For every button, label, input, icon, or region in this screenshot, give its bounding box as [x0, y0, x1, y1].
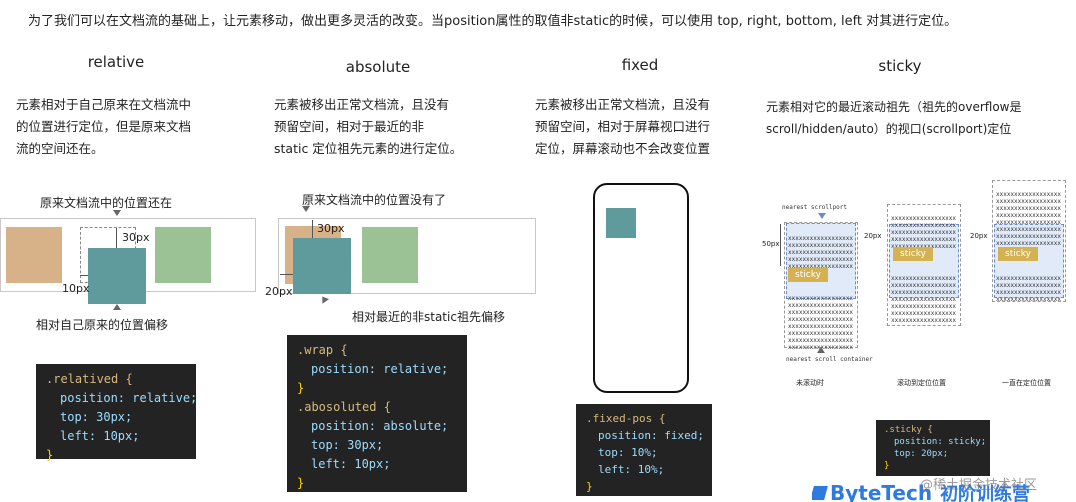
absolute-20-line — [280, 274, 293, 275]
absolute-description: 元素被移出正常文档流，且没有 预留空间，相对于最近的非 static 定位祖先元… — [274, 97, 463, 156]
brand-name: ByteTech — [830, 481, 933, 502]
sticky-label-20a: 20px — [864, 232, 882, 240]
relative-label-30: 30px — [122, 231, 150, 244]
sticky-label-50: 50px — [762, 240, 780, 248]
sticky-scrollport-1 — [786, 223, 856, 299]
fixed-title: fixed — [621, 56, 659, 74]
relative-description: 元素相对于自己原来在文档流中 的位置进行定位，但是原来文档 流的空间还在。 — [16, 97, 192, 156]
sticky-caption-2: 滚动到定位位置 — [897, 379, 946, 387]
relative-30-line — [116, 228, 117, 248]
sticky-container-3 — [992, 180, 1066, 302]
sticky-label-20b: 20px — [970, 232, 988, 240]
relative-bottom-arrow — [113, 304, 121, 310]
absolute-wrap-container — [278, 218, 536, 294]
sticky-box-2: sticky — [893, 247, 933, 261]
absolute-label-top: 原来文档流中的位置没有了 — [302, 193, 447, 207]
sticky-label-scrollport: nearest scrollport — [782, 204, 848, 211]
fixed-description: 元素被移出正常文档流，且没有 预留空间，相对于屏幕视口进行 定位，屏幕滚动也不会… — [535, 97, 711, 156]
sticky-scrollport-arrow — [818, 213, 826, 219]
absolute-pointer-arrow — [302, 206, 310, 212]
relative-teal-box — [88, 248, 146, 304]
relative-code-block: .relatived { position: relative; top: 30… — [36, 364, 197, 462]
sticky-box-1: sticky — [788, 268, 828, 282]
sticky-container-arrow — [817, 347, 825, 353]
phone-frame — [593, 183, 689, 393]
sticky-title: sticky — [878, 57, 922, 75]
sticky-label-container: nearest scroll container — [786, 356, 873, 363]
footer-brand: ByteTech 初阶训练营 — [812, 480, 1076, 502]
sticky-scrollport-3 — [994, 224, 1064, 298]
fixed-code-block: .fixed-pos { position: fixed; top: 10%; … — [576, 404, 712, 496]
absolute-label-30: 30px — [317, 222, 345, 235]
relative-tan-box — [6, 227, 62, 283]
sticky-scrollport-2 — [889, 224, 959, 298]
relative-label-top: 原来文档流中的位置还在 — [40, 196, 173, 210]
sticky-caption-3: 一直在定位位置 — [1002, 379, 1051, 387]
relative-pointer-arrow — [113, 210, 121, 216]
absolute-code-block: .wrap { position: relative; } .abosolute… — [287, 335, 467, 492]
absolute-30-line — [312, 220, 313, 238]
sticky-box-3: sticky — [998, 247, 1038, 261]
brand-logo-icon — [812, 486, 828, 500]
sticky-caption-1: 未滚动时 — [796, 379, 824, 387]
sticky-container-2 — [887, 204, 961, 326]
sticky-code-block: .sticky { position: sticky; top: 20px; } — [876, 420, 990, 476]
absolute-label-bottom: 相对最近的非static祖先偏移 — [352, 310, 505, 324]
intro-text: 为了我们可以在文档流的基础上，让元素移动，做出更多灵活的改变。当position… — [28, 14, 958, 29]
absolute-title: absolute — [345, 58, 411, 76]
relative-label-bottom: 相对自己原来的位置偏移 — [36, 318, 169, 332]
relative-title: relative — [87, 53, 145, 71]
sticky-50-line — [780, 224, 781, 266]
watermark: @稀土掘金技术社区 — [920, 478, 1038, 493]
fixed-teal-box — [606, 208, 636, 238]
relative-10-line — [80, 275, 88, 276]
absolute-teal-box — [293, 238, 351, 294]
absolute-label-20: 20px — [265, 285, 293, 298]
sticky-description: 元素相对它的最近滚动祖先（祖先的overflow是 scroll/hidden/… — [766, 100, 1022, 136]
relative-label-10: 10px — [62, 282, 90, 295]
absolute-bottom-arrow — [319, 294, 329, 304]
relative-green-box — [155, 227, 211, 283]
brand-subtitle: 初阶训练营 — [940, 484, 1031, 502]
absolute-green-box — [362, 227, 418, 283]
